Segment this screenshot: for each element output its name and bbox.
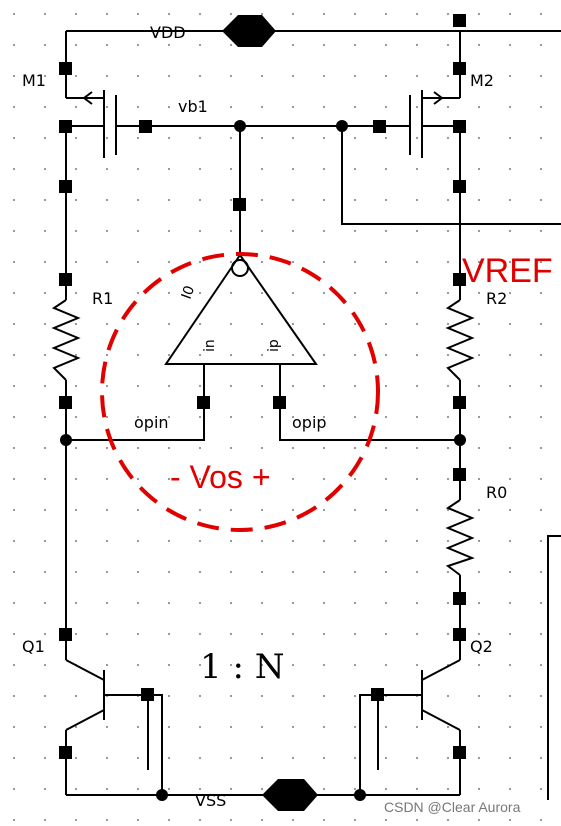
resistor-r2: R2: [445, 289, 507, 381]
vref-label: VREF: [462, 252, 553, 290]
vb1-net: vb1: [178, 97, 561, 255]
pmos-m2: M2: [240, 71, 494, 158]
opamp-i0: I0 in ip opin opip: [60, 253, 466, 446]
opin-label: opin: [134, 413, 169, 432]
vss-rail: VSS: [66, 779, 460, 811]
vdd-rail: VDD: [66, 15, 561, 47]
q2-label: Q2: [470, 637, 493, 656]
offset-highlight-circle: [100, 252, 380, 532]
resistor-r1: R1: [51, 289, 113, 381]
pmos-m1: M1: [22, 71, 240, 158]
r0-label: R0: [486, 483, 507, 502]
ratio-label: 1 : N: [200, 647, 284, 687]
opip-label: opip: [292, 413, 327, 432]
r1-label: R1: [92, 289, 113, 308]
q1-label: Q1: [22, 637, 45, 656]
bracket-line: [547, 535, 561, 800]
opamp-name: I0: [179, 284, 198, 302]
m1-label: M1: [22, 71, 46, 90]
vdd-label: VDD: [150, 23, 186, 42]
pin-markers: [59, 14, 466, 759]
resistor-r0: R0: [445, 483, 507, 576]
r2-label: R2: [486, 289, 507, 308]
m2-label: M2: [470, 71, 494, 90]
opamp-pin-in: in: [202, 339, 218, 352]
vss-label: VSS: [195, 791, 226, 810]
vos-label: - Vos +: [170, 459, 271, 495]
vb1-label: vb1: [178, 97, 208, 116]
watermark: CSDN @Clear Aurora: [384, 799, 521, 815]
opamp-pin-ip: ip: [266, 339, 282, 352]
